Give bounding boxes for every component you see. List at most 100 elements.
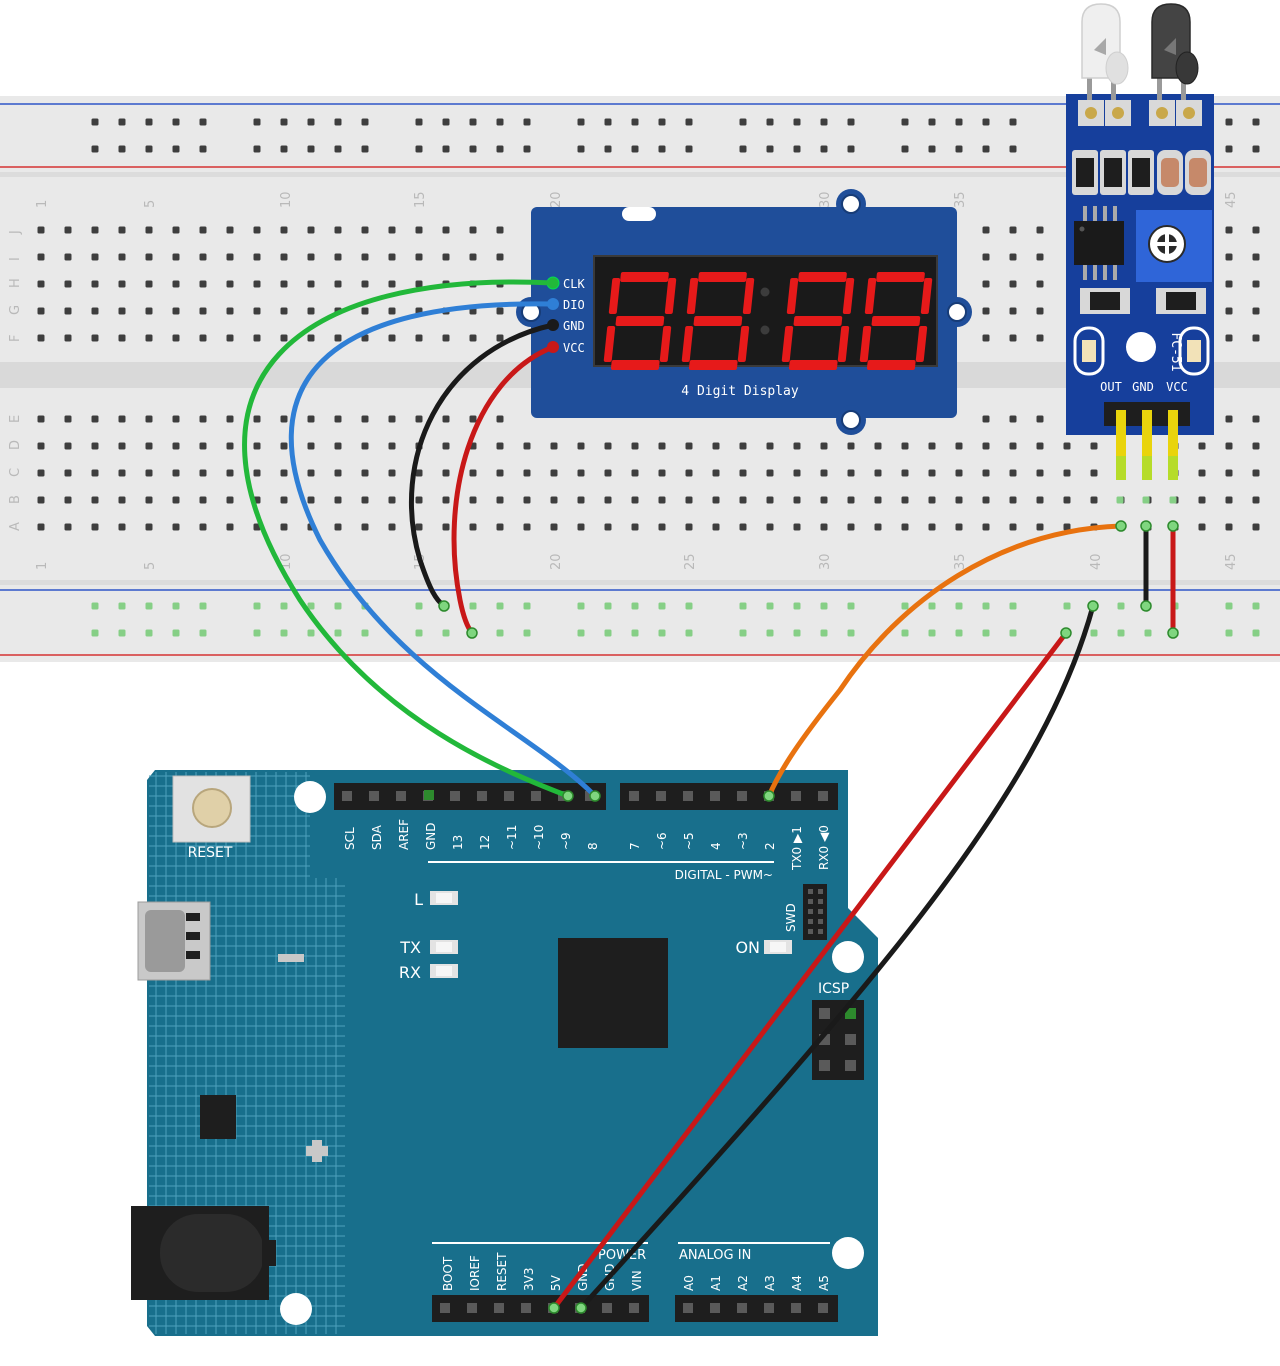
display-segment (664, 278, 677, 314)
led-label-tx: TX (399, 938, 421, 957)
breadboard-hole (199, 469, 207, 477)
arduino-5v-wire[interactable] (551, 630, 1069, 1311)
rail-hole (496, 602, 504, 610)
rail-hole (604, 629, 612, 637)
header-pin[interactable] (656, 791, 666, 801)
analog-in-label: ANALOG IN (679, 1248, 751, 1263)
swd-pin (808, 909, 813, 914)
breadboard-hole (280, 334, 288, 342)
header-pin[interactable] (791, 791, 801, 801)
pin-label: 2 (763, 842, 777, 850)
header-pin[interactable] (477, 791, 487, 801)
breadboard-hole (334, 280, 342, 288)
header-pin-gnd[interactable] (424, 790, 434, 800)
header-pin[interactable] (683, 1303, 693, 1313)
wire-end (548, 1302, 560, 1314)
breadboard-hole (982, 469, 990, 477)
display-vcc-wire[interactable] (451, 344, 556, 636)
header-pin[interactable] (791, 1303, 801, 1313)
pad-hole (1183, 107, 1195, 119)
pin-label: ~5 (682, 832, 696, 850)
breadboard-hole (928, 442, 936, 450)
power-header (432, 1295, 649, 1322)
breadboard-hole (388, 469, 396, 477)
sensor-out-wire[interactable] (766, 523, 1124, 799)
header-pin[interactable] (521, 1303, 531, 1313)
display-segment (608, 278, 621, 314)
clk-wire[interactable] (242, 279, 571, 799)
breadboard-hole (1225, 469, 1233, 477)
breadboard-hole (280, 226, 288, 234)
breadboard-hole (982, 334, 990, 342)
wire-end-markers (438, 520, 1179, 1314)
pin-label: ~6 (655, 832, 669, 850)
display-segment (742, 278, 755, 314)
breadboard-hole (1036, 523, 1044, 531)
header-pin[interactable] (342, 791, 352, 801)
header-pin[interactable] (467, 1303, 477, 1313)
header-pin[interactable] (710, 1303, 720, 1313)
pin-label: A1 (709, 1275, 723, 1291)
breadboard-hole (901, 496, 909, 504)
header-pin[interactable] (710, 791, 720, 801)
breadboard-hole (361, 334, 369, 342)
breadboard-hole (1009, 469, 1017, 477)
breadboard-hole (739, 442, 747, 450)
breadboard-hole (1225, 442, 1233, 450)
breadboard-hole (280, 280, 288, 288)
header-pin[interactable] (531, 791, 541, 801)
breadboard-hole (37, 523, 45, 531)
header-pin[interactable] (818, 791, 828, 801)
header-pin[interactable] (629, 1303, 639, 1313)
breadboard-hole (37, 334, 45, 342)
dio-wire[interactable] (288, 301, 598, 799)
header-pin[interactable] (764, 1303, 774, 1313)
breadboard-hole (118, 523, 126, 531)
header-pin[interactable] (369, 791, 379, 801)
wire-end (1167, 627, 1179, 639)
header-pin[interactable] (629, 791, 639, 801)
breadboard-hole (226, 496, 234, 504)
header-pin[interactable] (396, 791, 406, 801)
header-pin[interactable] (494, 1303, 504, 1313)
arduino-gnd-wire[interactable] (578, 603, 1096, 1311)
header-pin[interactable] (737, 1303, 747, 1313)
header-pin[interactable] (602, 1303, 612, 1313)
rail-hole (658, 118, 666, 126)
on-led-lens (770, 942, 786, 952)
led-tx-lens (436, 942, 452, 952)
header-pin[interactable] (737, 791, 747, 801)
header-pin[interactable] (683, 791, 693, 801)
rail-hole (901, 145, 909, 153)
header-pin[interactable] (504, 791, 514, 801)
breadboard-hole (145, 415, 153, 423)
obstacle-led-outline (1178, 326, 1210, 376)
breadboard-hole (172, 226, 180, 234)
breadboard-hole (442, 253, 450, 261)
breadboard-hole (820, 442, 828, 450)
breadboard-hole (64, 226, 72, 234)
chip-pin (1103, 262, 1107, 280)
breadboard-hole (361, 307, 369, 315)
pin-label: ~11 (505, 825, 519, 850)
reset-button-cap-icon[interactable] (192, 788, 232, 828)
display-segment (615, 316, 665, 326)
rail-hole (820, 118, 828, 126)
rail-hole (739, 629, 747, 637)
display-segment (681, 326, 694, 362)
breadboard-hole (415, 415, 423, 423)
breadboard-hole (1198, 442, 1206, 450)
breadboard-hole (226, 307, 234, 315)
header-pin[interactable] (818, 1303, 828, 1313)
display-gnd-wire[interactable] (409, 322, 556, 609)
resistor-body (1104, 158, 1122, 187)
header-pin[interactable] (450, 791, 460, 801)
rail-hole (604, 602, 612, 610)
rail-hole (1009, 145, 1017, 153)
display-segment (866, 360, 916, 370)
breadboard-hole (388, 442, 396, 450)
breadboard-hole (415, 496, 423, 504)
breadboard-hole (280, 469, 288, 477)
header-pin[interactable] (440, 1303, 450, 1313)
breadboard-hole (388, 334, 396, 342)
